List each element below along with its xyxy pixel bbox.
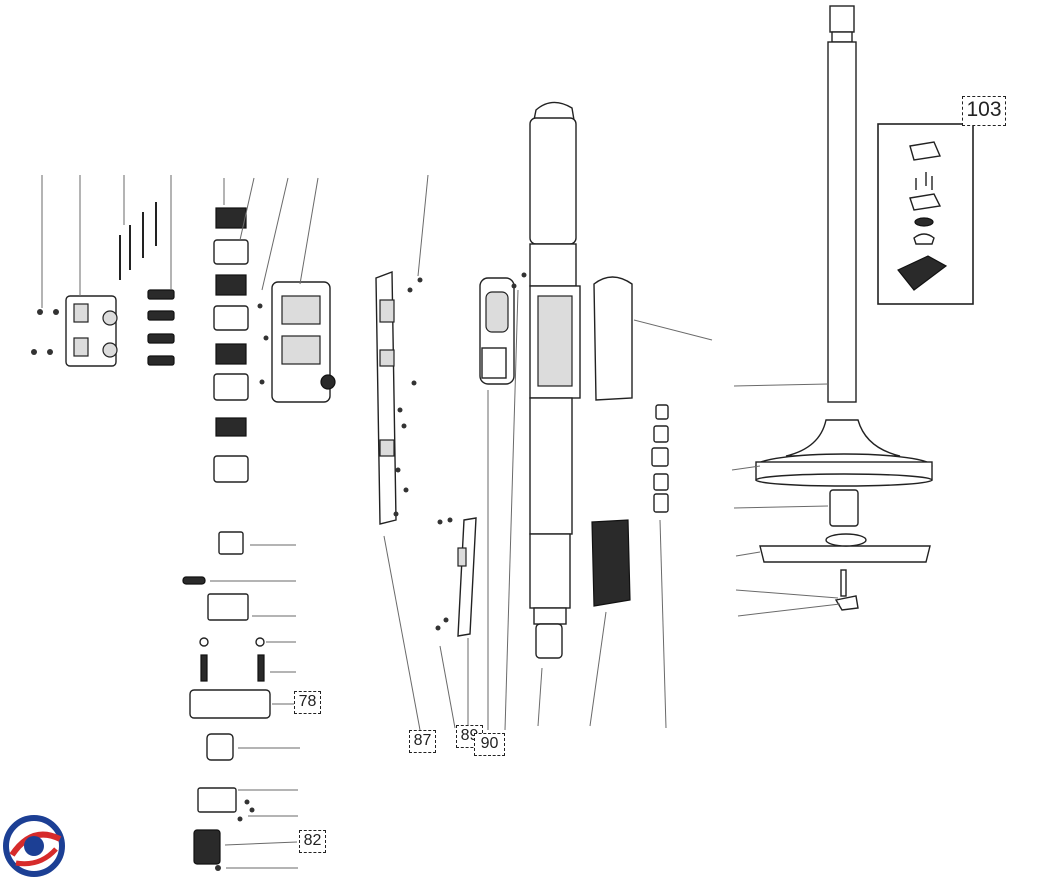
inset-part-box xyxy=(877,123,974,305)
callout-90: 90 xyxy=(474,733,505,756)
connector-plugs xyxy=(147,175,175,366)
battery-housing xyxy=(257,177,336,403)
side-cover-assembly xyxy=(31,175,118,367)
stand-pole xyxy=(733,5,857,403)
main-tube-body xyxy=(529,101,581,727)
callout-103: 103 xyxy=(962,96,1006,126)
callout-82: 82 xyxy=(299,830,326,853)
filter-block xyxy=(589,519,631,727)
brand-logo-icon xyxy=(3,815,65,877)
stand-base xyxy=(731,419,933,617)
battery-cell-stack xyxy=(213,177,255,483)
lower-part-stack xyxy=(182,531,300,871)
small-circuit-board xyxy=(435,517,477,729)
pin-set xyxy=(119,175,157,280)
cover-panel xyxy=(593,276,713,401)
callout-87: 87 xyxy=(409,730,436,753)
callout-78: 78 xyxy=(294,691,321,714)
button-stack xyxy=(651,404,669,729)
pcb-board xyxy=(375,174,429,731)
switch-module xyxy=(479,272,527,731)
